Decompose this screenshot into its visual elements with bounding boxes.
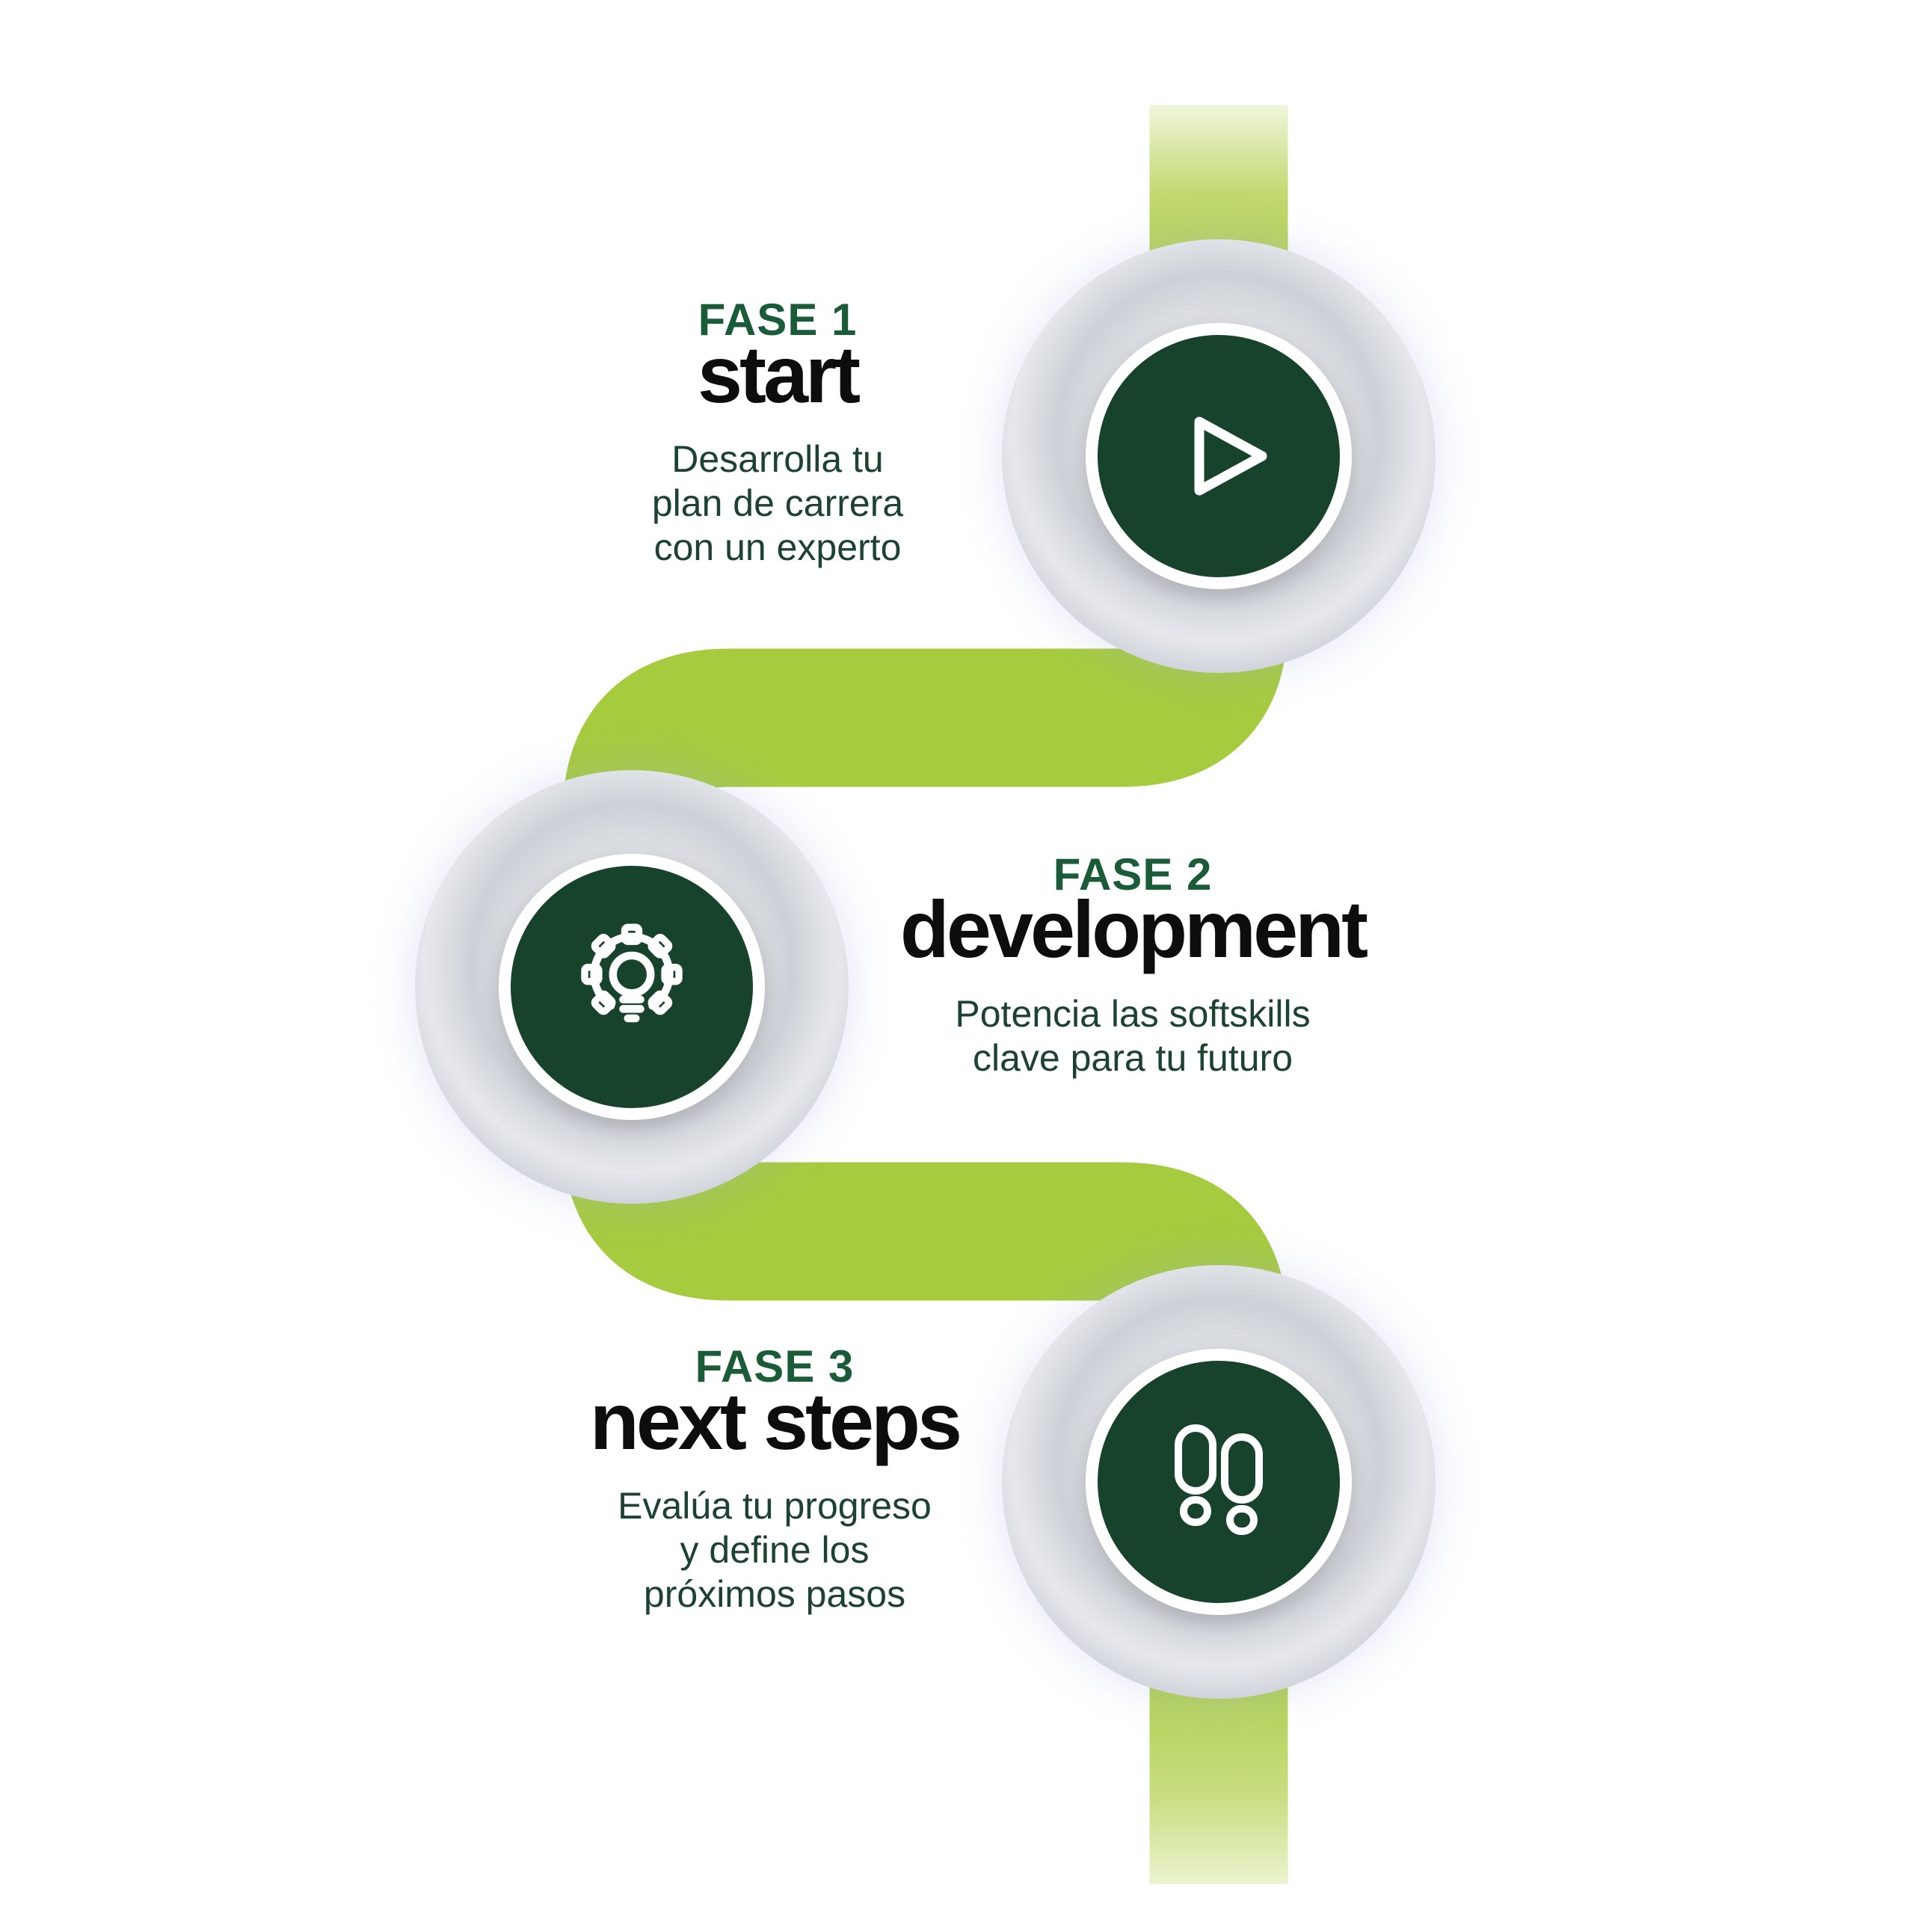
description-line: Potencia las softskills [955, 992, 1311, 1035]
lightbulb-gear-icon [581, 923, 683, 1023]
phase-2-node [499, 854, 765, 1120]
phase-2-description: Potencia las softskills clave para tu fu… [830, 992, 1436, 1080]
description-line: clave para tu futuro [972, 1036, 1293, 1079]
phase-1-text: FASE 1 start Desarrolla tu plan de carre… [479, 298, 1077, 570]
phase-1-description: Desarrolla tu plan de carrera con un exp… [479, 437, 1077, 570]
phase-3-fase-label: FASE 3 [695, 1341, 855, 1391]
description-line: Evalúa tu progreso [618, 1484, 932, 1527]
phase-1-title: start [697, 329, 861, 419]
phase-3-title: next steps [589, 1376, 962, 1466]
phase-3-text: FASE 3 next steps Evalúa tu progreso y d… [476, 1344, 1074, 1616]
description-line: Desarrolla tu [671, 437, 884, 480]
description-line: próximos pasos [643, 1572, 906, 1615]
phase-1-fase-label: FASE 1 [698, 295, 858, 345]
description-line: y define los [680, 1528, 870, 1571]
description-line: plan de carrera [651, 482, 904, 524]
footprints-icon [1175, 1424, 1263, 1535]
phase-1-node [1086, 323, 1352, 589]
phase-2-fase-label: FASE 2 [1053, 849, 1213, 899]
phase-3-description: Evalúa tu progreso y define los próximos… [476, 1484, 1074, 1616]
description-line: con un experto [653, 526, 902, 568]
phase-2-text: FASE 2 development Potencia las softskil… [830, 852, 1436, 1080]
phase-3-node [1086, 1349, 1352, 1615]
phase-2-title: development [899, 884, 1368, 974]
play-icon [1194, 416, 1267, 496]
